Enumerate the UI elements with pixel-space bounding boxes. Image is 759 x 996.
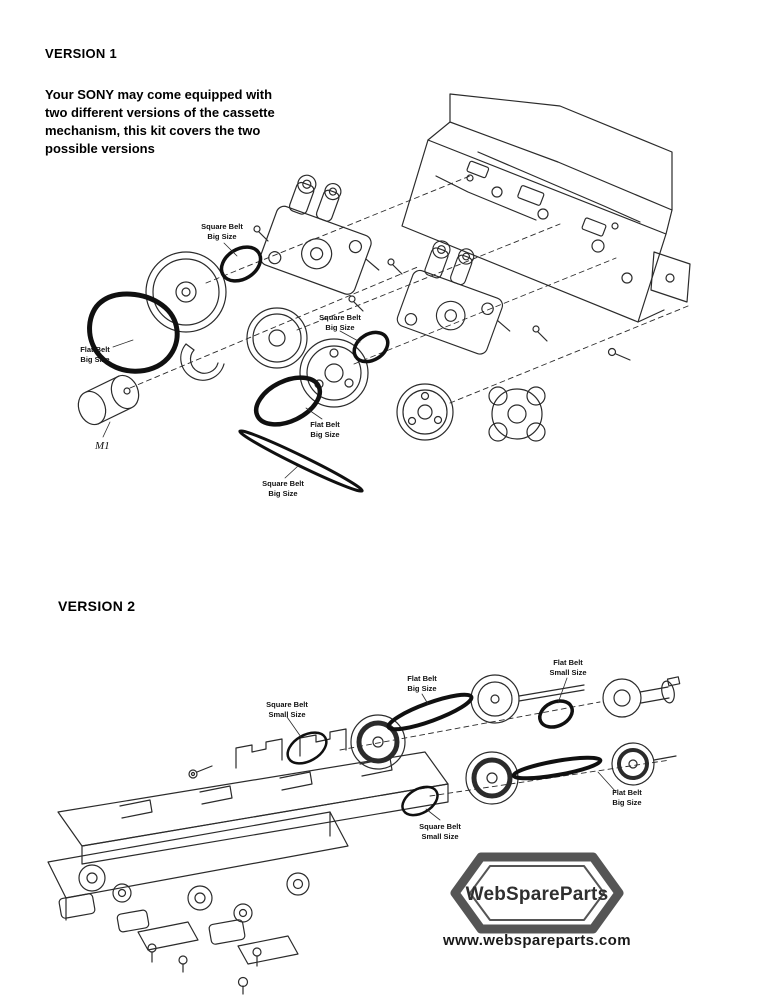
v1-leader-lines bbox=[102, 242, 361, 479]
v2-label-flat-belt-big-top: Flat Belt Big Size bbox=[407, 674, 437, 693]
v1-label-square-belt-mid: Square Belt Big Size bbox=[319, 313, 361, 332]
v1-flywheels bbox=[145, 251, 454, 441]
v2-lower-mechanism bbox=[47, 811, 349, 995]
v2-pulleys bbox=[350, 674, 681, 805]
v1-axis-lines bbox=[129, 175, 689, 404]
v1-head-mechanisms bbox=[257, 167, 532, 362]
v2-axis-lines bbox=[339, 701, 671, 797]
v1-label-square-belt-top: Square Belt Big Size bbox=[201, 222, 243, 241]
v2-leader-lines bbox=[286, 677, 617, 821]
v1-label-flat-belt-mid: Flat Belt Big Size bbox=[310, 420, 340, 439]
brand-name: WebSpareParts bbox=[465, 884, 609, 905]
v2-label-flat-belt-big-right: Flat Belt Big Size bbox=[612, 788, 642, 807]
v1-screws bbox=[253, 225, 631, 361]
v2-label-flat-belt-small: Flat Belt Small Size bbox=[549, 658, 587, 677]
webspareparts-logo-icon bbox=[450, 852, 624, 934]
v1-motor bbox=[77, 374, 140, 426]
v1-label-motor-m1: M1 bbox=[95, 440, 110, 452]
website-url: www.webspareparts.com bbox=[443, 932, 631, 949]
version2-heading: VERSION 2 bbox=[58, 598, 136, 614]
v1-motor-mount bbox=[488, 386, 546, 442]
v1-label-square-belt-bottom: Square Belt Big Size bbox=[262, 479, 304, 498]
v1-chassis-plate bbox=[401, 93, 691, 323]
v1-clamp-bracket bbox=[180, 343, 225, 381]
version1-heading: VERSION 1 bbox=[45, 46, 118, 61]
v2-label-square-belt-small-bottom: Square Belt Small Size bbox=[419, 822, 461, 841]
v2-belts bbox=[286, 692, 603, 817]
version1-description: Your SONY may come equipped with two dif… bbox=[45, 87, 275, 156]
v2-label-square-belt-small-left: Square Belt Small Size bbox=[266, 700, 308, 719]
v1-belts bbox=[87, 245, 390, 493]
v1-label-flat-belt-left: Flat Belt Big Size bbox=[80, 345, 110, 364]
v2-chassis bbox=[57, 728, 449, 865]
